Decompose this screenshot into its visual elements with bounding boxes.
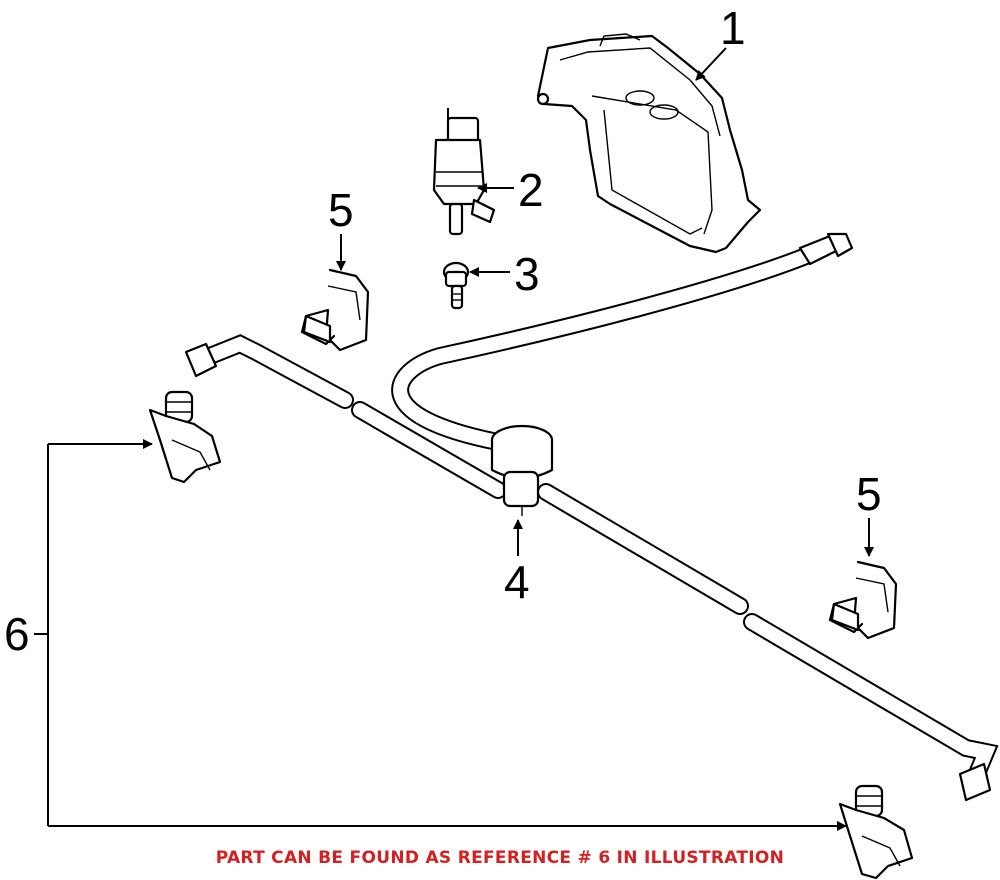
leader-arrow-1 <box>695 47 727 81</box>
footer-note: PART CAN BE FOUND AS REFERENCE # 6 IN IL… <box>215 848 785 868</box>
nozzle-part-right <box>838 784 914 880</box>
callout-1: 1 <box>720 2 746 54</box>
clip-part-left <box>300 268 370 352</box>
hose-assembly-part <box>184 232 999 802</box>
nozzle-part-left <box>148 390 222 484</box>
callout-2: 2 <box>518 164 544 216</box>
callout-6: 6 <box>4 608 30 660</box>
bracket-line-6 <box>34 444 49 826</box>
callout-3: 3 <box>514 248 540 300</box>
washer-pump-part <box>432 108 496 236</box>
t-connector-part <box>490 424 554 516</box>
reservoir-part <box>536 33 762 254</box>
clip-part-right <box>828 560 898 640</box>
callout-5-right: 5 <box>856 468 882 520</box>
callout-5-left: 5 <box>328 184 354 236</box>
callout-4: 4 <box>504 556 530 608</box>
grommet-part <box>442 261 470 310</box>
